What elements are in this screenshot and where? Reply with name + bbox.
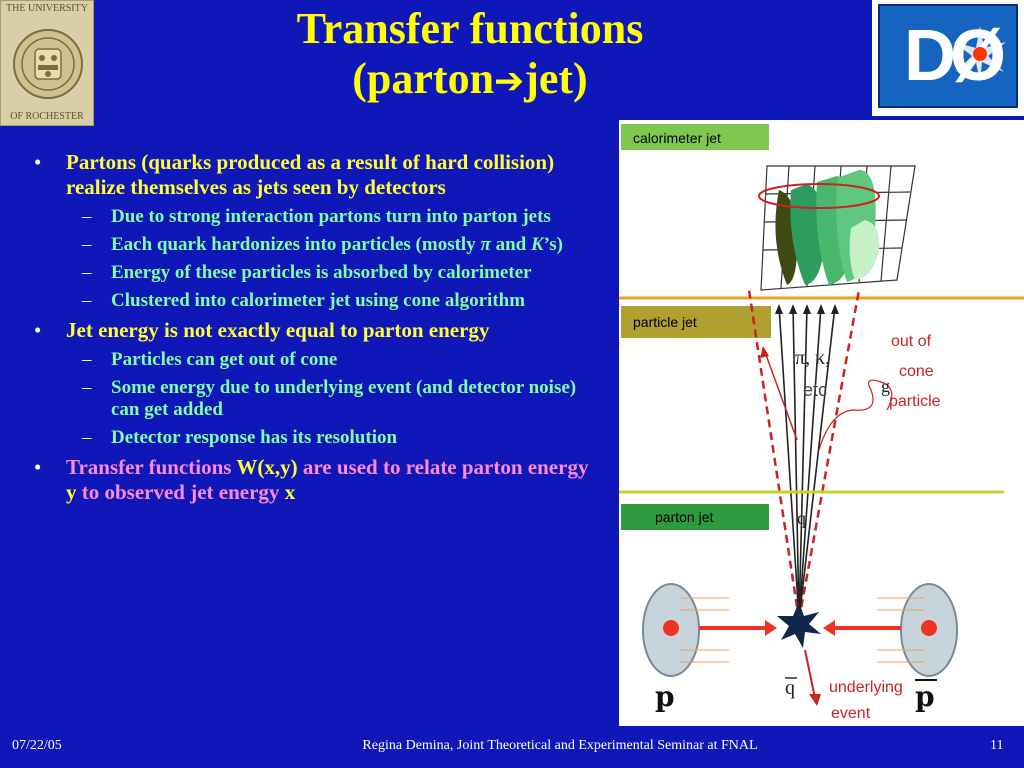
bullet-text: Jet energy is not exactly equal to parto… (66, 318, 490, 342)
bullet-list: • Partons (quarks produced as a result of… (26, 150, 596, 511)
sub-bullet-text: ’s) (543, 234, 563, 255)
calorimeter-jet-label-bg (621, 124, 769, 150)
pi-symbol: π (480, 234, 491, 255)
title-parton: (parton (352, 54, 495, 103)
sub-bullet-text: Due to strong interaction partons turn i… (111, 206, 551, 227)
x-symbol: x (264, 455, 275, 479)
sub-bullet-text: Some energy due to underlying event (and… (111, 377, 577, 420)
proton-label-right: p (915, 680, 935, 713)
bullet-text: are used to relate parton energy (297, 455, 589, 479)
out-of-cone-arrow (764, 351, 798, 441)
x-symbol: x (284, 480, 296, 504)
dash-icon: – (82, 206, 92, 227)
particle-jet-label: particle jet (633, 314, 697, 330)
d0-logo: DØ (872, 0, 1024, 116)
g-label: g (881, 376, 890, 396)
calorimeter-jet-label: calorimeter jet (633, 130, 721, 146)
underlying-label-1: underlying (829, 679, 903, 696)
sub-bullet-text: Clustered into calorimeter jet using con… (111, 290, 526, 311)
arrow-right-icon: ➔ (494, 61, 525, 102)
dash-icon: – (82, 262, 92, 283)
gluon-squiggle (818, 379, 893, 451)
logo-bottom-text: OF ROCHESTER (10, 111, 84, 122)
collision-star-icon (777, 602, 821, 648)
bullet-item: • Partons (quarks produced as a result of… (26, 150, 596, 200)
dash-icon: – (82, 377, 92, 398)
pi-k-label: π, κ, (795, 347, 830, 369)
bullet-text: Transfer functions (66, 455, 237, 479)
cone-boundary-right (797, 289, 861, 621)
sub-bullet-text: and (490, 234, 531, 255)
dash-icon: – (82, 349, 92, 370)
out-of-label-1: out of (891, 333, 932, 350)
footer-date: 07/22/05 (12, 738, 62, 753)
particle-tracks (778, 305, 836, 621)
logo-top-text: THE UNIVERSITY (6, 3, 88, 14)
calorimeter-showers (775, 170, 880, 285)
y-symbol: y (66, 480, 77, 504)
sub-bullet-item: –Detector response has its resolution (26, 427, 596, 449)
underlying-label-2: event (831, 705, 871, 722)
sub-bullet-text: Each quark hardonizes into particles (mo… (111, 234, 481, 255)
sub-bullet-item: –Clustered into calorimeter jet using co… (26, 290, 596, 312)
bullet-item: •Transfer functions W(x,y) are used to r… (26, 455, 596, 505)
slide-title: Transfer functions (parton➔jet) (120, 4, 820, 107)
sub-bullet-item: –Due to strong interaction partons turn … (26, 206, 596, 228)
w-symbol: W( (236, 455, 265, 479)
bullet-dot-icon: • (34, 150, 42, 174)
sub-bullet-text: Detector response has its resolution (111, 427, 398, 448)
jet-diagram: calorimeter jet (619, 120, 1024, 726)
bullet-text: to observed jet energy (76, 480, 285, 504)
page-number: 11 (990, 738, 1004, 753)
cone-ring (758, 183, 880, 209)
out-of-label-3: particle (889, 393, 941, 410)
d0-logo-label: DØ (904, 16, 1006, 96)
d0-logo-panel: DØ (878, 4, 1018, 108)
out-of-label-2: cone (899, 363, 934, 380)
jet-diagram-svg: calorimeter jet (619, 124, 1024, 722)
close-paren: ) (290, 455, 298, 479)
beam-lines (679, 597, 925, 663)
etc-label: etc (803, 380, 827, 400)
y-symbol: y (280, 455, 291, 479)
q-label: q (797, 508, 806, 528)
dash-icon: – (82, 234, 92, 255)
title-line-2: (parton➔jet) (120, 54, 820, 107)
sub-bullet-item: –Some energy due to underlying event (an… (26, 377, 596, 421)
star-burst-icon (954, 26, 1006, 82)
k-symbol: K (530, 234, 544, 255)
university-of-rochester-logo: THE UNIVERSITY OF ROCHESTER (0, 0, 94, 126)
dash-icon: – (82, 290, 92, 311)
sub-bullet-item: –Each quark hardonizes into particles (m… (26, 234, 596, 256)
bullet-item: • Jet energy is not exactly equal to part… (26, 318, 596, 343)
out-of-cone-arrowhead (760, 346, 769, 358)
sub-bullet-item: –Particles can get out of cone (26, 349, 596, 371)
proton-label-left: p (655, 680, 675, 713)
seal-icon (13, 29, 83, 99)
bullet-dot-icon: • (34, 318, 42, 342)
qbar-label: q (785, 677, 795, 699)
footer-presenter: Regina Demina, Joint Theoretical and Exp… (362, 738, 758, 753)
title-line-1: Transfer functions (296, 4, 644, 53)
bullet-text: Partons (quarks produced as a result of … (66, 150, 555, 199)
parton-jet-label-bg (621, 504, 769, 530)
parton-jet-label: parton jet (655, 509, 713, 525)
comma: , (274, 455, 281, 479)
sub-bullet-item: –Energy of these particles is absorbed b… (26, 262, 596, 284)
title-jet: jet) (524, 54, 588, 103)
dash-icon: – (82, 427, 92, 448)
track-arrowheads (775, 304, 839, 314)
underlying-event-arrow (804, 649, 816, 699)
particle-jet-label-bg (621, 306, 771, 338)
sub-bullet-text: Energy of these particles is absorbed by… (111, 262, 532, 283)
bullet-dot-icon: • (34, 455, 42, 479)
sub-bullet-text: Particles can get out of cone (111, 349, 338, 370)
cone-boundary-left (747, 289, 801, 621)
